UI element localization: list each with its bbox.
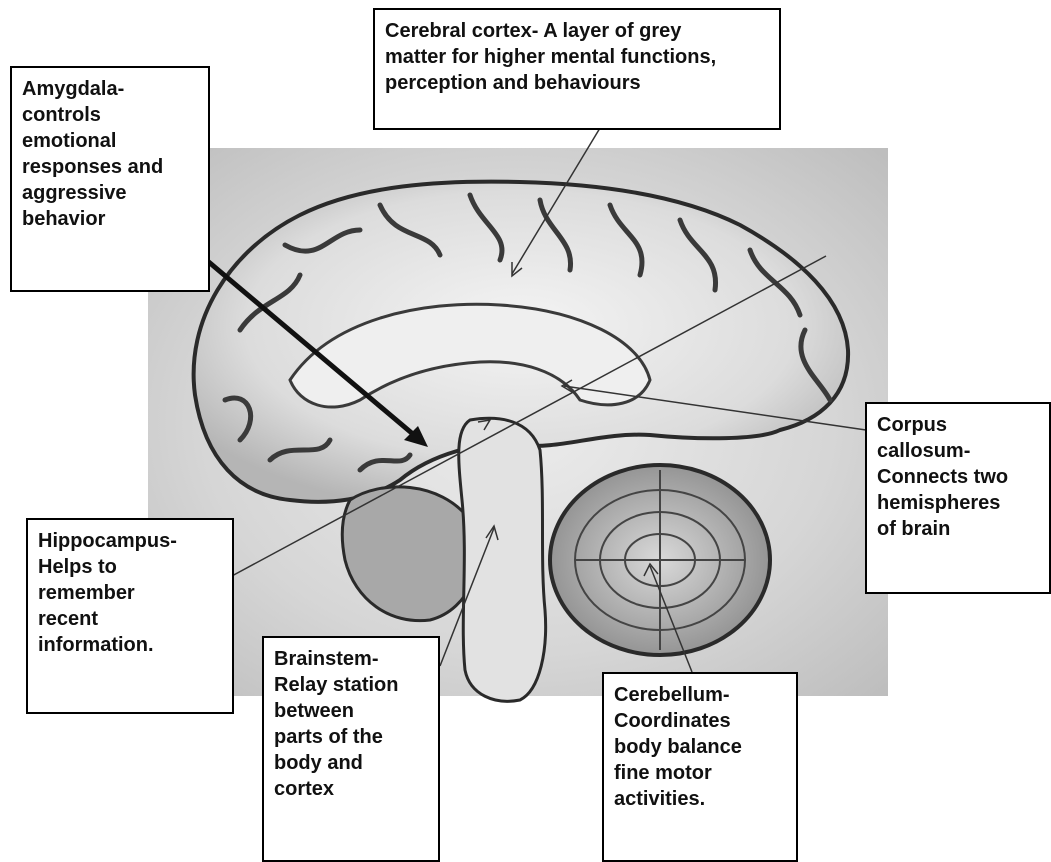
label-cerebral-cortex: Cerebral cortex- A layer of grey matter …	[373, 8, 781, 130]
pointer-cerebellum	[650, 566, 692, 672]
pointer-amygdala	[204, 258, 420, 440]
label-amygdala: Amygdala- controls emotional responses a…	[10, 66, 210, 292]
label-brainstem: Brainstem- Relay station between parts o…	[262, 636, 440, 862]
pointer-cerebral-arrowhead	[512, 262, 522, 276]
pointer-cerebral-cortex	[512, 128, 600, 274]
pointer-hippocampus	[230, 256, 826, 577]
label-corpus-callosum: Corpus callosum- Connects two hemisphere…	[865, 402, 1051, 594]
pointer-brainstem	[440, 528, 494, 666]
label-hippocampus: Hippocampus- Helps to remember recent in…	[26, 518, 234, 714]
pointer-hippocampus-arrowhead	[478, 420, 490, 430]
label-cerebellum: Cerebellum- Coordinates body balance fin…	[602, 672, 798, 862]
pointer-corpus-callosum	[564, 386, 866, 430]
